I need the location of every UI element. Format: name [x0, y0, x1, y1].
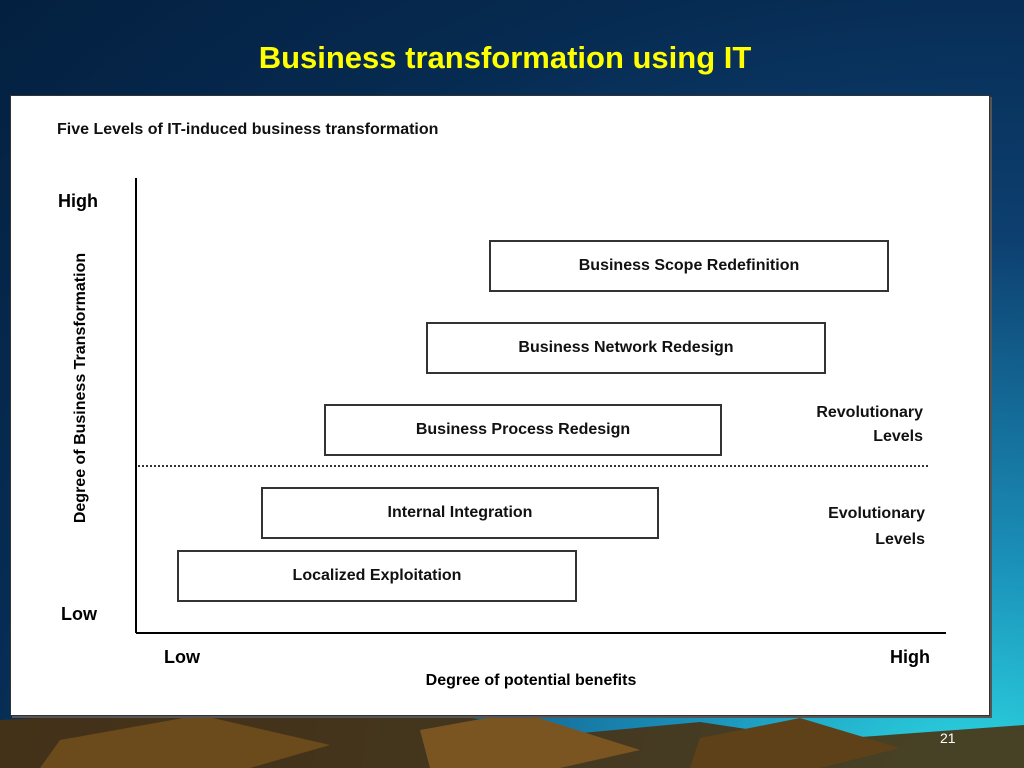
evolutionary-levels-label: Evolutionary Levels: [751, 502, 925, 552]
page-number: 21: [940, 730, 956, 746]
revolutionary-line1: Revolutionary: [816, 404, 923, 421]
level-box-localized-exploitation: Localized Exploitation: [177, 550, 577, 602]
x-axis-low-label: Low: [164, 647, 200, 667]
revolutionary-line2: Levels: [873, 428, 923, 445]
level-box-internal-integration: Internal Integration: [261, 487, 659, 539]
revolutionary-levels-label: Revolutionary Levels: [751, 401, 923, 449]
diagram-panel: Five Levels of IT-induced business trans…: [10, 95, 990, 716]
x-axis-high-label: High: [890, 647, 930, 667]
x-axis-title: Degree of potential benefits: [425, 672, 637, 689]
slide-title: Business transformation using IT: [258, 40, 752, 75]
y-axis-low-label: Low: [61, 604, 97, 624]
level-box-business-process-redesign: Business Process Redesign: [324, 404, 722, 456]
level-box-business-scope-redefinition: Business Scope Redefinition: [489, 240, 889, 292]
evolutionary-line1: Evolutionary: [828, 505, 925, 522]
evolutionary-line2: Levels: [875, 531, 925, 548]
diagram-subtitle: Five Levels of IT-induced business trans…: [57, 121, 439, 138]
level-box-business-network-redesign: Business Network Redesign: [426, 322, 826, 374]
y-axis-title: Degree of Business Transformation: [72, 252, 89, 524]
axes-layer: [135, 178, 946, 634]
y-axis-high-label: High: [58, 191, 98, 211]
